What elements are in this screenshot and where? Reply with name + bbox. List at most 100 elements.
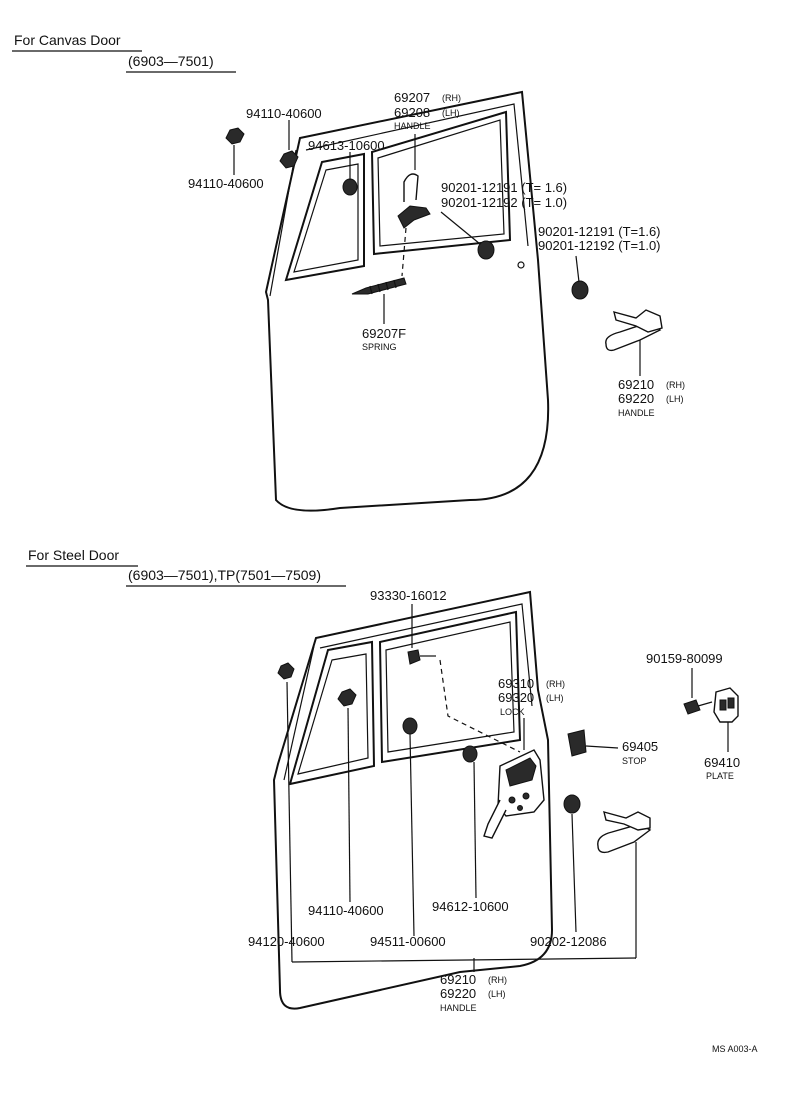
steel-window-front xyxy=(288,640,376,786)
screw-b-icon xyxy=(563,794,581,814)
nut-a-icon xyxy=(337,688,357,707)
label-handle-lh: 69220 xyxy=(440,986,476,1001)
label-handle-lh-tag: (LH) xyxy=(488,989,506,999)
steel-exterior-handle-icon xyxy=(597,823,652,854)
inner-handle-base-icon xyxy=(397,205,431,229)
label-screw-a2: 90201-12192 (T= 1.0) xyxy=(441,195,567,210)
label-nut-a: 94110-40600 xyxy=(308,903,384,918)
screw-icon xyxy=(683,699,701,715)
canvas-section-range: (6903—7501) xyxy=(128,53,214,69)
label-screw: 90159-80099 xyxy=(646,651,723,666)
label-nut-left: 94110-40600 xyxy=(188,176,264,191)
label-handle-name: HANDLE xyxy=(394,121,431,131)
nut-left-icon xyxy=(225,127,245,145)
canvas-window-rear xyxy=(370,110,512,256)
label-ext-lh: 69220 xyxy=(618,391,654,406)
steel-door-inner-edge xyxy=(319,603,533,707)
label-handle-rh-tag: (RH) xyxy=(488,975,507,985)
canvas-door-section: For Canvas Door (6903—7501) xyxy=(12,32,685,512)
label-nut-b: 94120-40600 xyxy=(248,934,325,949)
label-plate-no: 69410 xyxy=(704,755,740,770)
bottom-leader-bar xyxy=(291,957,637,963)
leader-washer-b xyxy=(409,733,415,937)
washer-icon xyxy=(462,745,478,763)
screw-shank xyxy=(697,701,713,707)
bolt-head-icon xyxy=(407,649,421,665)
lock-rivet-3 xyxy=(517,805,523,811)
steel-door-outer-edge xyxy=(283,645,315,781)
label-stop-name: STOP xyxy=(622,756,646,766)
lock-rod-icon xyxy=(483,799,507,839)
label-bolt: 93330-16012 xyxy=(370,588,447,603)
steel-window-front-inner xyxy=(297,653,369,775)
label-lock-name: LOCK xyxy=(500,707,525,717)
label-washer-a: 94613-10600 xyxy=(308,138,385,153)
canvas-door-panel xyxy=(264,90,550,512)
label-handle-lh: 69208 xyxy=(394,105,430,120)
leader-screw-b xyxy=(575,255,580,283)
steel-window-rear xyxy=(378,610,522,764)
exterior-handle-lock-icon xyxy=(613,309,663,333)
label-handle-rh: 69207 xyxy=(394,90,430,105)
label-lock-rh: 69310 xyxy=(498,676,534,691)
steel-door-panel xyxy=(272,590,554,1010)
leader-nut-a xyxy=(347,707,351,903)
canvas-section-title: For Canvas Door xyxy=(14,32,121,48)
footer-code: MS A003-A xyxy=(712,1044,758,1054)
label-handle-rh-tag: (RH) xyxy=(442,93,461,103)
label-ext-name: HANDLE xyxy=(618,408,655,418)
steel-window-rear-inner xyxy=(385,621,515,753)
label-spring-no: 69207F xyxy=(362,326,406,341)
leader-screw-a xyxy=(440,211,481,245)
label-ext-lh-tag: (LH) xyxy=(666,394,684,404)
leader-stop xyxy=(585,745,619,749)
label-handle-rh: 69210 xyxy=(440,972,476,987)
canvas-door-inner-edge xyxy=(305,103,529,247)
label-lock-rh-tag: (RH) xyxy=(546,679,565,689)
steel-exterior-handle-lock-icon xyxy=(603,811,651,831)
washer-b-icon xyxy=(402,717,418,735)
label-handle-name: HANDLE xyxy=(440,1003,477,1013)
label-lock-lh: 69320 xyxy=(498,690,534,705)
label-lock-lh-tag: (LH) xyxy=(546,693,564,703)
label-screw-a1: 90201-12191 (T= 1.6) xyxy=(441,180,567,195)
steel-section-range: (6903—7501),TP(7501—7509) xyxy=(128,567,321,583)
canvas-window-rear-inner xyxy=(377,119,505,247)
canvas-window-front-inner xyxy=(293,163,359,273)
lock-rivet-1 xyxy=(508,796,516,804)
label-screw-b1: 90201-12191 (T=1.6) xyxy=(538,224,661,239)
label-nut-upper: 94110-40600 xyxy=(246,106,322,121)
bolt-lock-dash xyxy=(439,659,521,753)
lock-rivet-2 xyxy=(522,792,530,800)
nut-upper-icon xyxy=(279,150,299,169)
label-screw-b2: 90201-12192 (T=1.0) xyxy=(538,238,661,253)
label-plate-name: PLATE xyxy=(706,771,734,781)
steel-section-title: For Steel Door xyxy=(28,547,119,563)
label-washer-b: 94511-00600 xyxy=(370,934,446,949)
label-ext-rh-tag: (RH) xyxy=(666,380,685,390)
canvas-door-outer-edge xyxy=(269,149,297,297)
label-handle-lh-tag: (LH) xyxy=(442,108,460,118)
screw-b-icon xyxy=(571,280,589,300)
label-spring-name: SPRING xyxy=(362,342,397,352)
nut-b-icon xyxy=(277,662,295,680)
plate-slot-1 xyxy=(719,699,727,711)
leader-washer xyxy=(473,761,477,899)
label-stop-no: 69405 xyxy=(622,739,658,754)
leader-screw-b xyxy=(571,813,577,933)
washer-a-icon xyxy=(342,178,358,196)
canvas-door-hole xyxy=(517,261,525,269)
spring-coils xyxy=(369,279,397,295)
steel-door-section: For Steel Door (6903—7501),TP(7501—7509) xyxy=(26,547,740,1013)
leader-nut-b xyxy=(286,681,293,963)
label-screw-b: 90202-12086 xyxy=(530,934,607,949)
lock-mechanism-icon xyxy=(505,757,537,787)
inner-handle-icon xyxy=(403,173,419,202)
plate-slot-2 xyxy=(727,697,735,709)
handle-spring-dash xyxy=(401,227,407,277)
stop-icon xyxy=(567,729,587,757)
label-ext-rh: 69210 xyxy=(618,377,654,392)
label-washer: 94612-10600 xyxy=(432,899,509,914)
screw-a-icon xyxy=(477,240,495,260)
